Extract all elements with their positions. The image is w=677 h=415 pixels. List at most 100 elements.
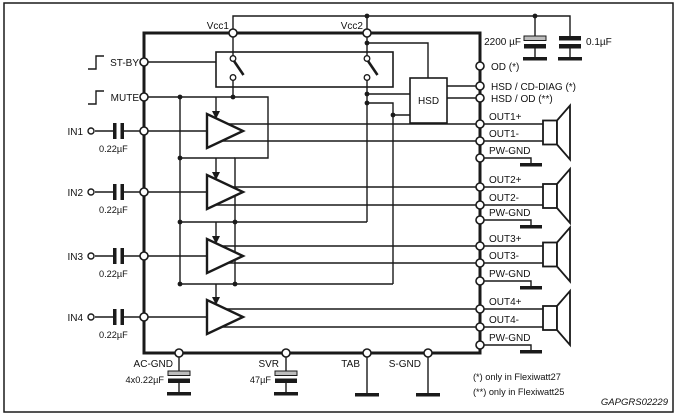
out-pos-label: OUT2+ xyxy=(489,175,522,186)
switch-blade-icon xyxy=(232,60,245,76)
switch-contact xyxy=(229,74,237,81)
input-terminal xyxy=(87,127,95,135)
input-label: IN2 xyxy=(67,188,83,199)
mute-stby-snake-wire xyxy=(148,96,269,284)
out-pos-label: OUT4+ xyxy=(489,297,522,308)
input-cap-plate xyxy=(113,309,117,325)
out-neg-label: OUT2- xyxy=(489,193,519,204)
hf-cap-label: 0.1µF xyxy=(586,37,612,48)
out-pos-label: OUT1+ xyxy=(489,112,522,123)
in1-pin xyxy=(139,126,149,136)
amplifier-triangle xyxy=(205,237,246,275)
speaker-icon xyxy=(542,119,558,146)
mute-pin xyxy=(139,92,149,102)
channel-1: IN1 0.22µF OUT1+ OUT1- PW-GND xyxy=(67,103,571,167)
junction-dot xyxy=(232,281,238,287)
vcc2-label: Vcc2 xyxy=(341,21,364,32)
out-neg-label: OUT4- xyxy=(489,315,519,326)
cap-plate-negative xyxy=(275,378,297,383)
pw-gnd-wire xyxy=(484,219,532,225)
pw-gnd-pin xyxy=(475,153,485,163)
cap-plate-negative xyxy=(524,44,546,49)
cap-plate-positive xyxy=(274,370,298,376)
step-waveform-icon xyxy=(88,55,104,70)
out2-neg-pin xyxy=(475,200,485,210)
stby-label: ST-BY xyxy=(110,58,139,69)
input-label: IN1 xyxy=(67,127,83,138)
ground-symbol xyxy=(274,392,298,396)
out4-neg-pin xyxy=(475,322,485,332)
speaker-horn-icon xyxy=(556,225,571,284)
junction-dot xyxy=(177,94,183,100)
out3-pos-pin xyxy=(475,241,485,251)
hsd-output-wires xyxy=(447,85,476,99)
switch-contact xyxy=(363,74,371,81)
input-cap-plate xyxy=(113,184,117,200)
vcc2-pin xyxy=(362,28,372,38)
pw-gnd-label: PW-GND xyxy=(489,208,530,219)
standby-mute-section: ST-BY MUTE xyxy=(88,33,394,105)
junction-dot xyxy=(364,100,370,106)
hf-capacitor: 0.1µF xyxy=(558,36,612,61)
bulk-capacitor: 2200 µF xyxy=(484,35,547,61)
output-wires xyxy=(216,245,476,264)
od-pin xyxy=(475,61,485,71)
junction-dot xyxy=(364,40,370,46)
ground-symbol xyxy=(558,57,582,61)
svr-pin-group: SVR 47µF xyxy=(250,348,298,396)
junction-dot xyxy=(364,13,370,19)
note-flexiwatt27: (*) only in Flexiwatt27 xyxy=(473,372,561,382)
hsd-box-label: HSD xyxy=(418,96,439,107)
diagnostic-pins: OD (*) HSD / CD-DIAG (*) HSD / OD (**) xyxy=(475,61,576,105)
cap-plate xyxy=(559,44,581,49)
mute-label: MUTE xyxy=(111,93,140,104)
amplifier-triangle xyxy=(205,298,246,336)
ac-gnd-pin-group: AC-GND 4x0.22µF xyxy=(126,348,191,396)
speaker-wires xyxy=(484,245,543,264)
output-wires xyxy=(216,186,476,206)
cap-plate-positive xyxy=(167,370,191,376)
out4-pos-pin xyxy=(475,304,485,314)
ground-symbol xyxy=(520,286,542,290)
input-label: IN4 xyxy=(67,313,83,324)
junction-dot xyxy=(177,281,183,287)
pw-gnd-wire xyxy=(484,157,532,163)
arrow-head-icon xyxy=(212,172,220,180)
pw-gnd-pin xyxy=(475,340,485,350)
hsd-cd-diag-pin xyxy=(475,81,485,91)
speaker-wires xyxy=(484,186,543,206)
arrow-head-icon xyxy=(212,111,220,119)
ground-symbol xyxy=(520,350,542,354)
figure-border xyxy=(3,2,674,413)
pw-gnd-wire xyxy=(484,280,532,286)
ac-gnd-pin xyxy=(174,348,184,358)
hsd-od-pin xyxy=(475,93,485,103)
speaker-icon xyxy=(542,305,558,331)
input-label: IN3 xyxy=(67,252,83,263)
tab-pin xyxy=(362,348,372,358)
junction-dot xyxy=(177,155,183,161)
control-rails xyxy=(148,33,394,305)
out1-pos-pin xyxy=(475,119,485,129)
switch-contact xyxy=(229,55,237,62)
speaker-horn-icon xyxy=(556,103,571,162)
channel-2: IN2 0.22µF OUT2+ OUT2- PW-GND xyxy=(67,166,571,229)
input-cap-plate xyxy=(113,123,117,139)
input-terminal xyxy=(87,188,95,196)
speaker-horn-icon xyxy=(556,166,571,226)
s-gnd-label: S-GND xyxy=(389,359,421,370)
input-terminal xyxy=(87,252,95,260)
switch-block-outline xyxy=(215,51,394,88)
note-flexiwatt25: (**) only in Flexiwatt25 xyxy=(473,387,564,397)
od-label: OD (*) xyxy=(491,62,519,73)
input-cap-label: 0.22µF xyxy=(99,269,128,279)
switch-blade-icon xyxy=(366,60,379,76)
supply-pins: Vcc1 Vcc2 xyxy=(207,21,372,38)
hsd-supply-wire xyxy=(367,42,429,78)
in3-pin xyxy=(139,251,149,261)
vcc1-pin xyxy=(228,28,238,38)
hsd-cd-diag-label: HSD / CD-DIAG (*) xyxy=(491,82,576,93)
input-cap-label: 0.22µF xyxy=(99,144,128,154)
vcc-rail-wire xyxy=(232,15,571,36)
